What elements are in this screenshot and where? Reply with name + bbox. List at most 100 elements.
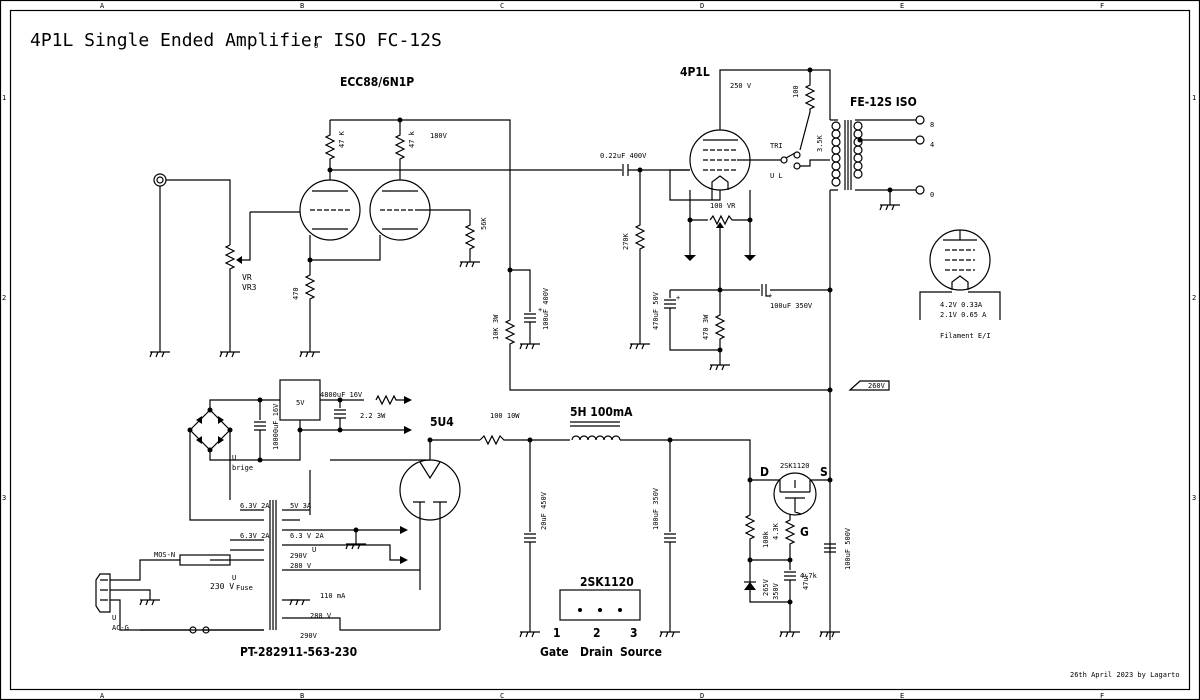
ground-icon xyxy=(459,261,480,268)
speaker-terminal[interactable] xyxy=(915,135,925,145)
primary-voltage: 230 V xyxy=(210,582,234,591)
filament-spec: 4.2V 0.33A xyxy=(940,301,983,309)
row-marker: 2 xyxy=(1192,294,1196,302)
switch-tri: TRI xyxy=(770,142,783,150)
ground-icon xyxy=(879,204,900,211)
preamp-cathode-r: 470 xyxy=(292,287,300,300)
tap-label: 0 xyxy=(930,191,934,199)
bypass-cap: 100uF 350V xyxy=(770,302,813,310)
preamp-bplus: 180V xyxy=(430,132,448,140)
mosfet-pin-d: D xyxy=(760,465,769,479)
pin-number: 2 xyxy=(593,626,601,640)
ground-icon xyxy=(819,631,840,638)
winding-label: 280 V xyxy=(310,612,332,620)
preamp-decouple-c: 100uF 400V xyxy=(542,287,550,330)
winding-label: 6.3 V 2A xyxy=(290,532,325,540)
zener-voltage: 265V xyxy=(762,578,770,596)
row-marker: 2 xyxy=(2,294,6,302)
mosfet xyxy=(750,472,830,516)
mosfet-pin-g: G xyxy=(800,525,809,539)
ground-icon xyxy=(629,343,650,350)
ground-icon xyxy=(709,364,730,371)
inlet-label: AC-G xyxy=(112,624,129,632)
col-marker: A xyxy=(100,2,105,10)
pin-name: Gate xyxy=(540,645,569,659)
col-marker: E xyxy=(900,2,904,10)
series-resistor: 100 10W xyxy=(490,412,520,420)
tap-label: 8 xyxy=(930,121,934,129)
ground-icon xyxy=(289,599,310,606)
bridge-cap: 10000uF 16V xyxy=(272,403,280,450)
rectifier-tube xyxy=(399,459,461,521)
ground-icon xyxy=(139,599,160,606)
speaker-terminal[interactable] xyxy=(915,185,925,195)
cathode-resistor: 470 3W xyxy=(702,314,710,340)
primary-impedance: 3.5K xyxy=(816,134,824,152)
bridge-marker: U xyxy=(232,454,236,462)
ground-icon xyxy=(219,351,240,358)
winding-label: 280 V xyxy=(290,562,312,570)
gate-resistor: 4.3K xyxy=(772,522,780,540)
pinout-part: 2SK1120 xyxy=(580,575,634,589)
inner-frame xyxy=(9,9,1191,691)
output-bplus: 250 V xyxy=(730,82,752,90)
title-marker: U xyxy=(314,42,318,50)
power-transformer xyxy=(140,500,440,631)
row-marker: 1 xyxy=(2,94,6,102)
volume-label: VR xyxy=(242,273,252,282)
output-grid-r: 270K xyxy=(622,232,630,250)
input-jack-icon xyxy=(153,173,167,187)
rectifier-label: 5U4 xyxy=(430,415,454,429)
inlet-marker: U xyxy=(112,614,116,622)
col-marker: B xyxy=(300,2,304,10)
pin-number: 1 xyxy=(553,626,561,640)
preamp-plate-r2: 47 k xyxy=(408,130,416,148)
first-filter-cap: 20uF 450V xyxy=(540,491,548,530)
row-marker: 1 xyxy=(1192,94,1196,102)
zener-rating: 350V xyxy=(772,582,780,600)
reg-out-resistor: 2.2 3W xyxy=(360,412,386,420)
hum-pot: 100 VR xyxy=(710,202,736,210)
ot-label: FE-12S ISO xyxy=(850,95,917,109)
col-marker: C xyxy=(500,692,504,700)
ground-icon xyxy=(345,543,366,550)
col-marker: D xyxy=(700,2,704,10)
ac-inlet-icon xyxy=(95,573,111,613)
coupling-cap: 0.22uF 400V xyxy=(600,152,647,160)
tap-label: 4 xyxy=(930,141,934,149)
ground-icon xyxy=(779,631,800,638)
power-switch[interactable] xyxy=(189,626,197,634)
ground-icon xyxy=(519,343,540,350)
footer-credit: 26th April 2023 by Lagarto xyxy=(1070,671,1180,679)
bridge-rectifier xyxy=(187,407,233,453)
speaker-terminal[interactable] xyxy=(915,115,925,125)
fuse-label: Fuse xyxy=(236,584,253,592)
col-marker: F xyxy=(1100,692,1104,700)
filament-caption: Filament E/I xyxy=(940,332,991,340)
volume-ref: VR3 xyxy=(242,283,257,292)
cathode-cap: 470uF 50V xyxy=(652,291,660,330)
bridge-label: brige xyxy=(232,464,253,472)
pinout-package xyxy=(559,589,641,621)
row-marker: 3 xyxy=(1192,494,1196,502)
ground-icon xyxy=(659,631,680,638)
winding-label: 5V 3A xyxy=(290,502,312,510)
output-transformer xyxy=(830,119,916,205)
plus-mark: + xyxy=(768,292,772,300)
winding-marker: U xyxy=(312,546,316,554)
pt-label: PT-282911-563-230 xyxy=(240,645,357,659)
schematic-title: 4P1L Single Ended Amplifier ISO FC-12S xyxy=(30,30,442,51)
filament-tube-icon xyxy=(919,229,1001,320)
ground-icon xyxy=(149,351,170,358)
mosfet-label: 2SK1120 xyxy=(780,462,810,470)
regulator-label: 5V xyxy=(296,399,305,407)
ground-icon xyxy=(299,351,320,358)
plus-mark: + xyxy=(538,306,542,314)
pin-number: 3 xyxy=(630,626,638,640)
second-filter-cap: 100uF 350V xyxy=(652,487,660,530)
row-marker: 3 xyxy=(2,494,6,502)
col-marker: E xyxy=(900,692,904,700)
rail-tag: 260V xyxy=(868,382,886,390)
